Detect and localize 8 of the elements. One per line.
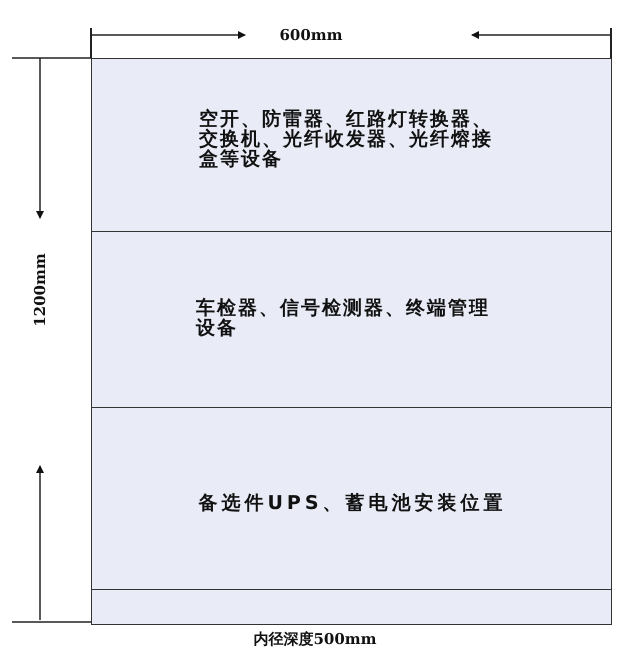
compartment-band [91, 58, 612, 232]
cabinet-box [91, 58, 612, 623]
compartment-band [91, 231, 612, 408]
compartment-label: 备选件UPS、蓄电池安装位置 [197, 493, 508, 513]
empty-compartment [91, 589, 612, 625]
compartment-band [91, 407, 612, 590]
compartment-label: 车检器、信号检测器、终端管理设备 [196, 298, 491, 338]
compartment-label: 空开、防雷器、红路灯转换器、交换机、光纤收发器、光纤熔接盒等设备 [199, 109, 494, 169]
